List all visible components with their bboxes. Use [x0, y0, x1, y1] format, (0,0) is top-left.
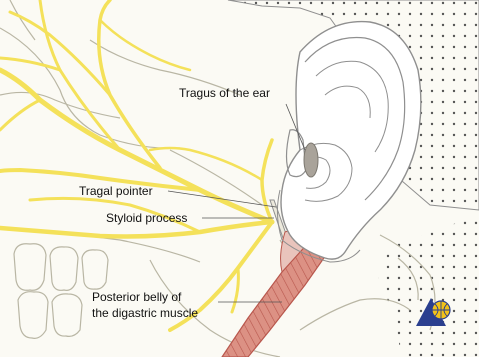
label-digastric-line1: Posterior belly of — [92, 290, 181, 305]
label-digastric-line2: the digastric muscle — [92, 306, 198, 321]
label-styloid-process: Styloid process — [106, 211, 187, 226]
ear-canal — [304, 143, 318, 177]
label-tragal-pointer: Tragal pointer — [79, 184, 153, 199]
label-tragus: Tragus of the ear — [179, 86, 270, 101]
ear-outline — [277, 22, 420, 262]
dotted-skin-region-bottom — [378, 215, 479, 357]
